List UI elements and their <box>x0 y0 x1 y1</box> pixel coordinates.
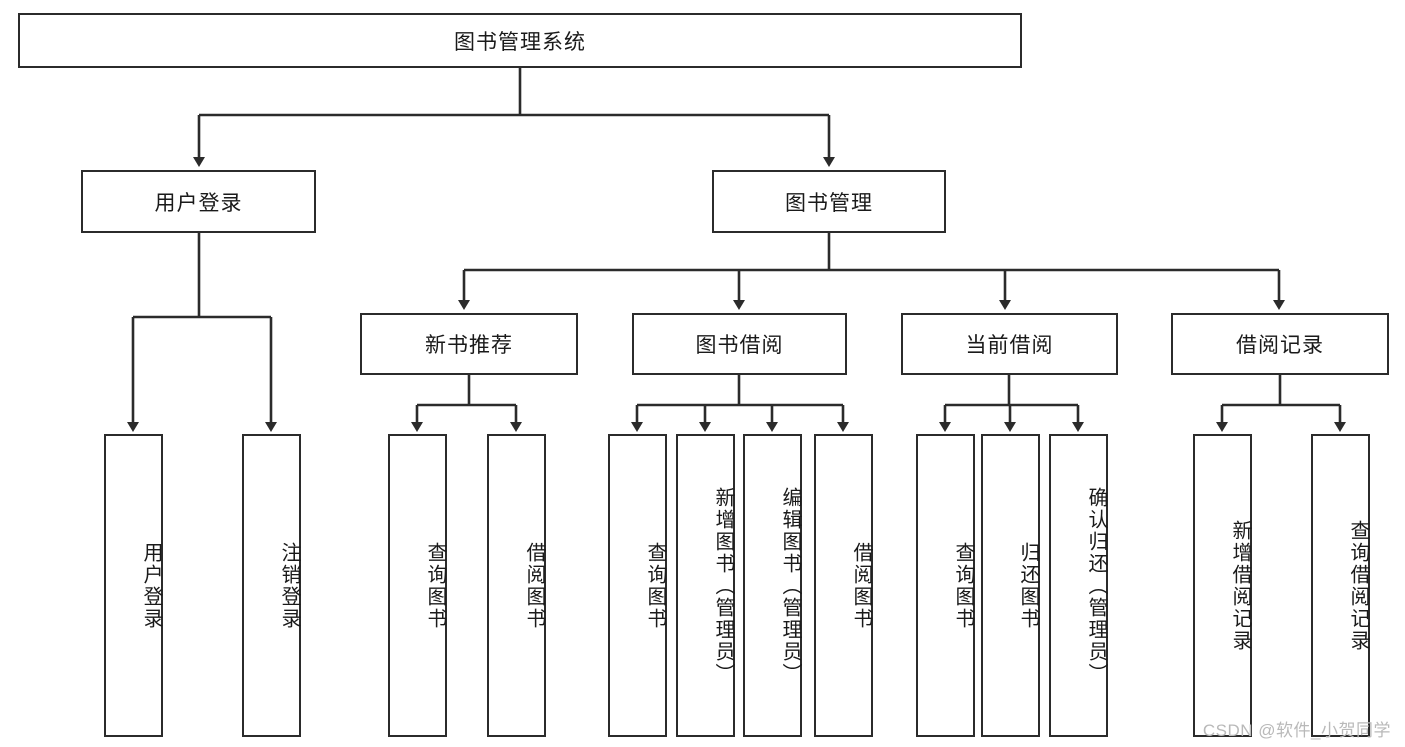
node-book-management[interactable]: 图书管理 <box>712 170 946 233</box>
leaf-confirm-return-admin[interactable]: 确认归还（管理员） <box>1049 434 1108 737</box>
leaf-borrow-book-recommend[interactable]: 借阅图书 <box>487 434 546 737</box>
node-label: 图书管理 <box>785 191 873 215</box>
leaf-user-login[interactable]: 用户登录 <box>104 434 163 737</box>
node-label: 确认归还（管理员） <box>1085 486 1107 685</box>
node-book-borrow[interactable]: 图书借阅 <box>632 313 847 375</box>
node-new-book-recommend[interactable]: 新书推荐 <box>360 313 578 375</box>
node-user-login[interactable]: 用户登录 <box>81 170 316 233</box>
leaf-logout-login[interactable]: 注销登录 <box>242 434 301 737</box>
node-borrow-record[interactable]: 借阅记录 <box>1171 313 1389 375</box>
node-label: 新增图书（管理员） <box>712 486 734 685</box>
leaf-query-book-borrow[interactable]: 查询图书 <box>608 434 667 737</box>
node-current-borrow[interactable]: 当前借阅 <box>901 313 1118 375</box>
node-label: 借阅图书 <box>850 541 872 630</box>
node-label: 查询借阅记录 <box>1347 519 1369 652</box>
node-label: 查询图书 <box>952 541 974 630</box>
node-label: 注销登录 <box>278 541 300 630</box>
node-label: 查询图书 <box>424 541 446 630</box>
leaf-add-borrow-record[interactable]: 新增借阅记录 <box>1193 434 1252 737</box>
watermark: CSDN @软件_小贺同学 <box>1202 721 1391 740</box>
node-label: 查询图书 <box>644 541 666 630</box>
node-label: 借阅图书 <box>523 541 545 630</box>
node-label: 新书推荐 <box>425 334 513 357</box>
leaf-add-book-admin[interactable]: 新增图书（管理员） <box>676 434 735 737</box>
leaf-return-book[interactable]: 归还图书 <box>981 434 1040 737</box>
node-label: 归还图书 <box>1017 541 1039 630</box>
leaf-borrow-book[interactable]: 借阅图书 <box>814 434 873 737</box>
leaf-edit-book-admin[interactable]: 编辑图书（管理员） <box>743 434 802 737</box>
node-label: 编辑图书（管理员） <box>779 486 801 685</box>
node-label: 借阅记录 <box>1236 334 1324 357</box>
node-label: 当前借阅 <box>965 334 1054 357</box>
node-label: 图书借阅 <box>695 334 784 357</box>
node-label: 新增借阅记录 <box>1229 519 1251 652</box>
leaf-query-borrow-record[interactable]: 查询借阅记录 <box>1311 434 1370 737</box>
node-label: 用户登录 <box>140 541 162 630</box>
node-root-book-management-system[interactable]: 图书管理系统 <box>18 13 1022 68</box>
node-label: 图书管理系统 <box>454 30 586 54</box>
node-label: 用户登录 <box>154 191 243 215</box>
leaf-query-book-recommend[interactable]: 查询图书 <box>388 434 447 737</box>
leaf-query-book-current[interactable]: 查询图书 <box>916 434 975 737</box>
